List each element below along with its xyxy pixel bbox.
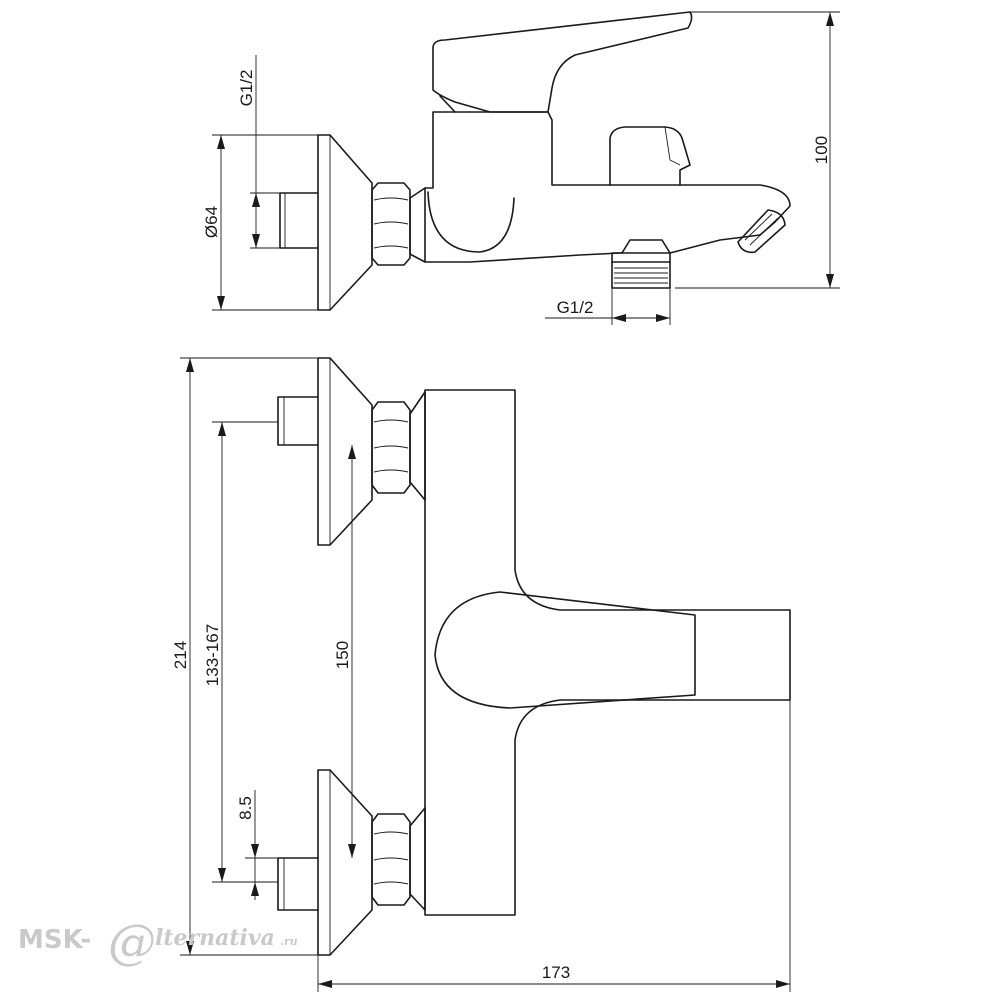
dim-center-range-label: 133-167 [203,624,222,686]
dim-center-distance: 150 [333,445,356,858]
dim-total-height-label: 214 [171,641,190,669]
dim-total-height: 214 [171,357,318,956]
dim-offset-label: 8.5 [236,796,255,820]
watermark-suffix: lternativa [155,925,275,951]
side-hex-nut [371,182,411,266]
side-inlet-nipple [279,192,319,249]
dim-depth: 173 [317,700,791,992]
front-flange-upper [317,357,373,546]
side-lever-handle [432,11,693,113]
dim-center-distance-label: 150 [333,641,352,669]
watermark-prefix: MSK- [18,925,91,955]
dim-side-height: 100 [675,11,840,289]
dim-offset: 8.5 [236,790,278,900]
dim-flange-diameter: Ø64 [202,134,318,311]
front-flange-lower [317,769,373,956]
dim-outlet-thread: G1/2 [545,288,671,325]
front-hex-nut-lower [371,813,411,906]
side-flange [317,134,373,311]
watermark-tld: .ru [280,935,298,948]
side-view: 100 G1/2 Ø64 G1/2 [202,11,840,325]
dim-depth-label: 173 [542,963,570,982]
side-diverter-knob [609,126,691,186]
side-outlet-nipple [611,239,671,263]
dim-inlet-thread: G1/2 [237,55,280,249]
dim-inlet-thread-label: G1/2 [237,70,256,107]
dim-outlet-thread-label: G1/2 [557,298,594,317]
dim-center-range: 133-167 [203,421,278,883]
dim-flange-diameter-label: Ø64 [202,206,221,238]
front-view: 214 133-167 150 8.5 [171,357,791,992]
side-body-spout [424,111,791,263]
dim-side-height-label: 100 [812,136,831,164]
front-lever-shape [434,591,696,709]
side-aerator [737,209,786,254]
watermark-logo: MSK- @ lternativa .ru [18,914,298,970]
watermark-at: @ [108,914,156,970]
front-hex-nut-upper [371,401,411,494]
front-body [424,389,791,916]
